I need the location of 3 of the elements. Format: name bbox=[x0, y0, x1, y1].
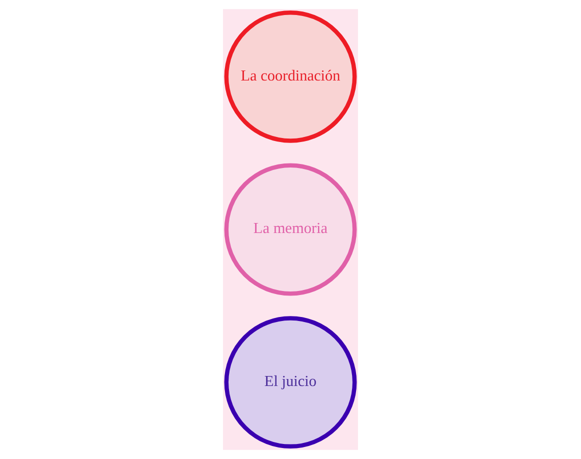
node-circle: La memoria bbox=[224, 163, 357, 296]
node-circle: El juicio bbox=[224, 316, 357, 449]
node-circle: La coordinación bbox=[224, 10, 357, 143]
